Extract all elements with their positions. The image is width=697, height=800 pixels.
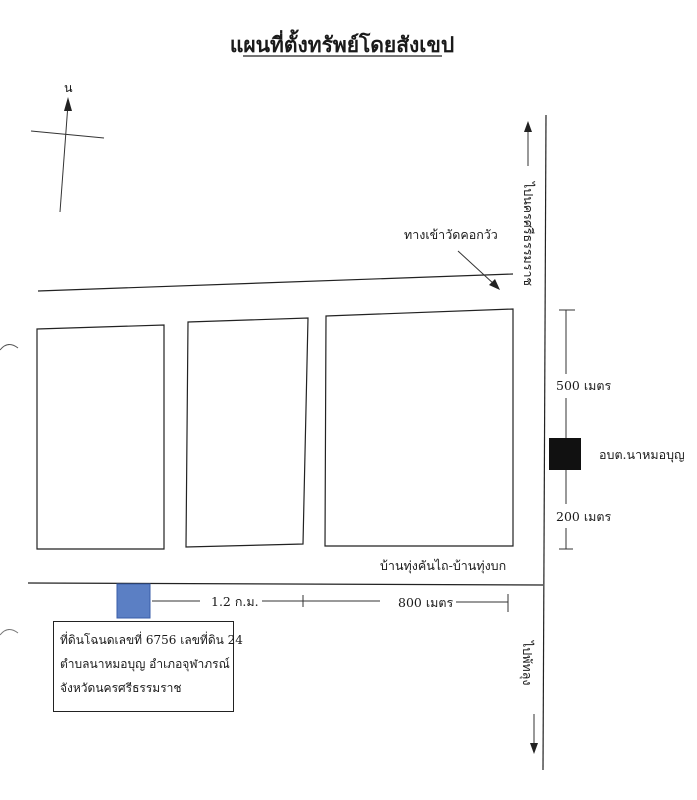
tambon-office-marker <box>549 438 581 470</box>
property-info-line-3: จังหวัดนครศรีธรรมราช <box>60 681 182 695</box>
direction-label-north: ไปนครศรีธรรมราช <box>521 181 536 286</box>
arrow-up-icon <box>524 121 532 166</box>
property-info-line-2: ตำบลนาหมอบุญ อำเภอจุฬาภรณ์ <box>60 657 230 671</box>
scan-mark-2 <box>0 629 19 636</box>
distance-marker-200 <box>559 470 573 550</box>
road-name-label: บ้านทุ่งคันไถ-บ้านทุ่งบก <box>380 558 506 574</box>
distance-label-800: 800 เมตร <box>398 595 453 610</box>
pointer-arrow-icon <box>457 250 500 290</box>
property-marker <box>116 583 151 619</box>
temple-entrance-label: ทางเข้าวัดคอกวัว <box>404 227 498 242</box>
distance-line <box>152 594 509 612</box>
land-parcel-middle <box>185 317 309 548</box>
distance-marker-500 <box>559 309 575 438</box>
property-info-box: ที่ดินโฉนดเลขที่ 6756 เลขที่ดิน 24 ตำบลน… <box>53 621 243 712</box>
direction-label-south: ไปพัทลุง <box>519 640 535 685</box>
property-info-line-1: ที่ดินโฉนดเลขที่ 6756 เลขที่ดิน 24 <box>60 633 243 647</box>
scan-mark-1 <box>0 344 19 351</box>
distance-label-200: 200 เมตร <box>556 509 611 524</box>
main-highway <box>542 114 547 771</box>
land-parcel-right <box>324 308 514 547</box>
north-arrow-icon <box>30 97 105 213</box>
tambon-office-label: อบต.นาหมอบุญ <box>599 447 685 463</box>
distance-label-1-2km: 1.2 ก.ม. <box>211 594 259 609</box>
arrow-down-icon <box>530 714 538 754</box>
map-title: แผนที่ตั้งทรัพย์โดยสังเขป <box>230 29 454 57</box>
land-parcel-left <box>36 324 165 550</box>
distance-label-500: 500 เมตร <box>556 378 611 393</box>
lower-road <box>27 582 544 586</box>
north-label: น <box>64 80 73 95</box>
upper-road <box>37 273 514 292</box>
